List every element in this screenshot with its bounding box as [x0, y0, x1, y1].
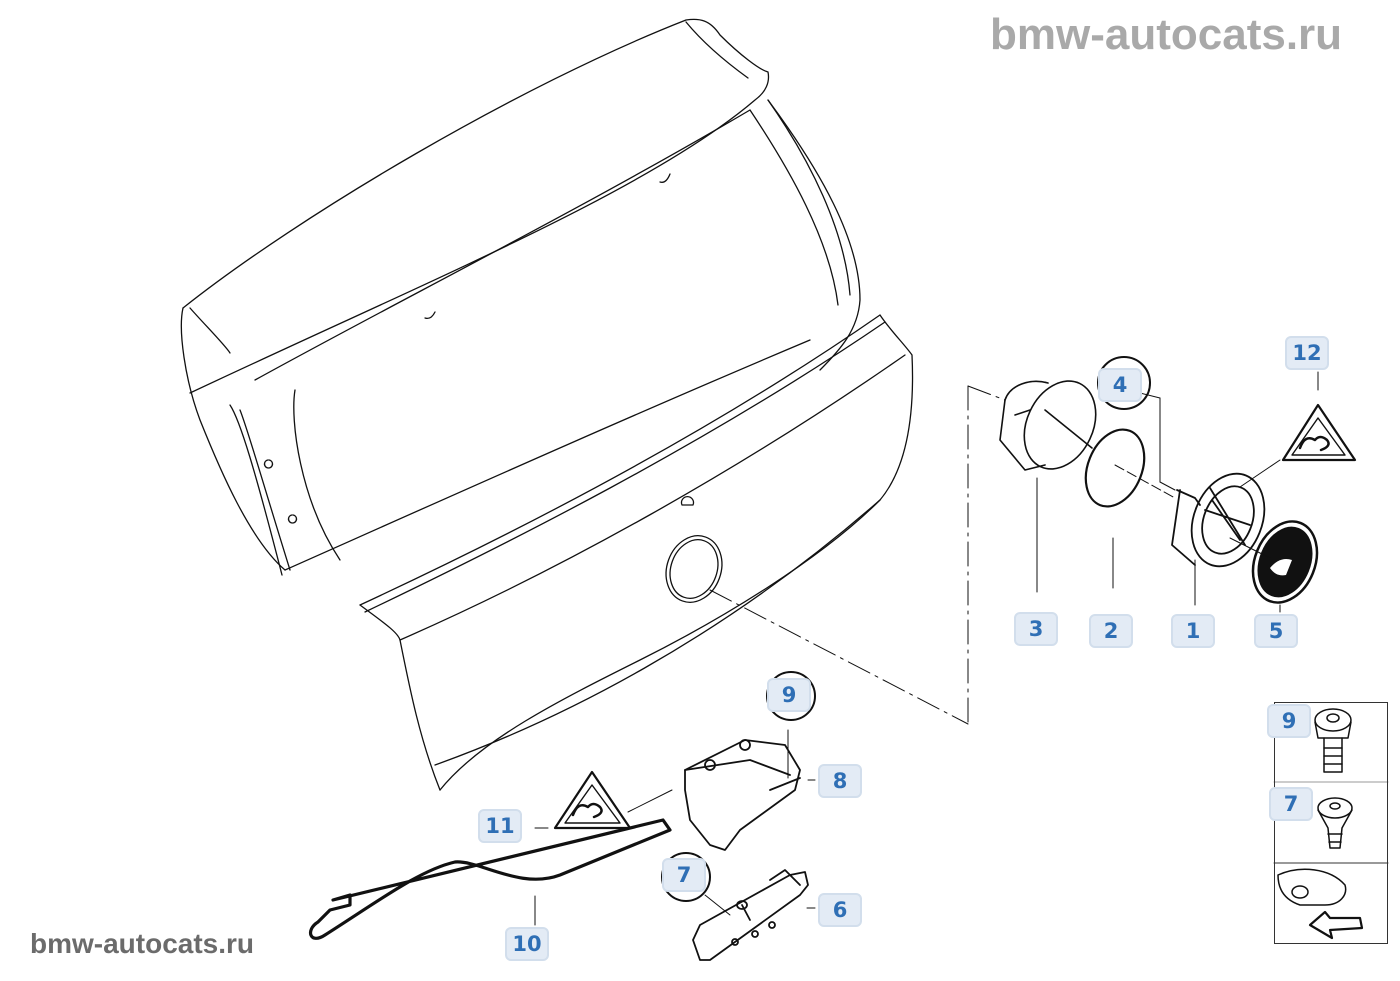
watermark-top: bmw-autocats.ru [990, 10, 1343, 59]
inset-callout-7[interactable]: 7 [1269, 787, 1313, 821]
callout-5[interactable]: 5 [1254, 614, 1298, 648]
callout-3[interactable]: 3 [1014, 612, 1058, 646]
callout-7[interactable]: 7 [662, 858, 706, 892]
inset-bolt-drawing [1314, 708, 1352, 773]
inset-screw-drawing [1317, 797, 1353, 849]
part-5-bmw-emblem [1251, 520, 1319, 604]
callout-12[interactable]: 12 [1285, 336, 1329, 370]
part-11-warning-label [553, 770, 632, 830]
part-12-warning-label [1281, 403, 1357, 462]
callout-9[interactable]: 9 [767, 678, 811, 712]
callout-8[interactable]: 8 [818, 764, 862, 798]
part-8-tailgate-lock [684, 739, 801, 851]
callout-1[interactable]: 1 [1171, 614, 1215, 648]
part-3-handle-housing [999, 380, 1097, 471]
callout-11[interactable]: 11 [478, 809, 522, 843]
inset-panel [1274, 702, 1388, 944]
inset-callout-9[interactable]: 9 [1267, 704, 1311, 738]
leader-lines [709, 385, 1006, 725]
callout-2[interactable]: 2 [1089, 614, 1133, 648]
part-10-bowden-cable [308, 818, 672, 940]
callout-6[interactable]: 6 [818, 893, 862, 927]
callout-leaders [534, 371, 1319, 926]
inset-vehicle-rear-view [1277, 868, 1364, 940]
callout-10[interactable]: 10 [505, 927, 549, 961]
part-2-seal-ring [1084, 428, 1146, 508]
part-6-lock-bracket [692, 869, 809, 961]
tailgate-drawing [180, 18, 914, 791]
watermark-bottom: bmw-autocats.ru [30, 928, 255, 959]
callout-4[interactable]: 4 [1098, 368, 1142, 402]
part-1-emblem-carrier [1171, 472, 1266, 568]
